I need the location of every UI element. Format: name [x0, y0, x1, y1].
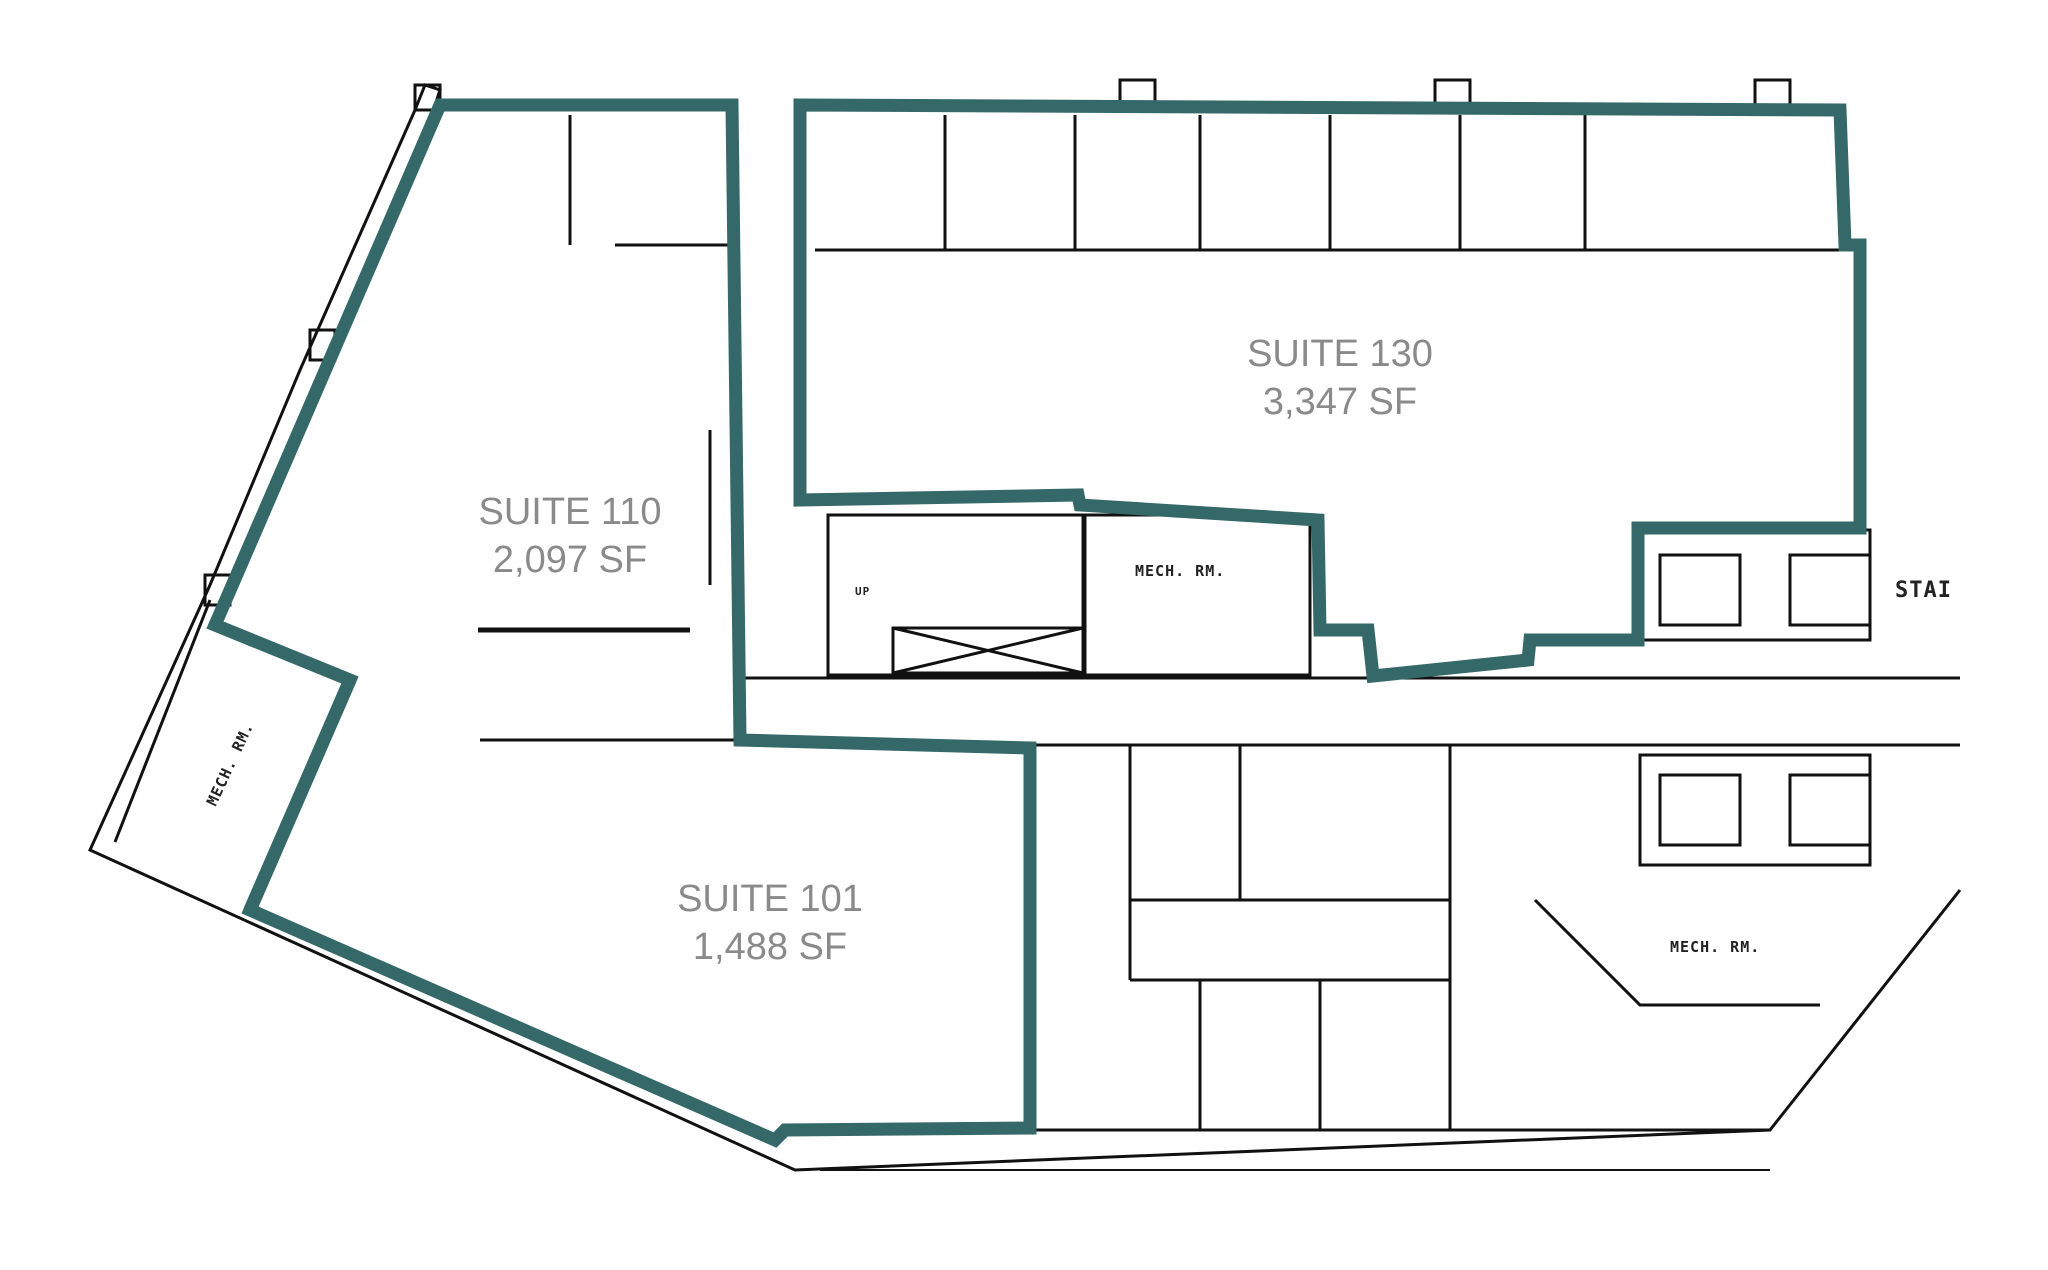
suite-110-outline	[206, 98, 1037, 1148]
suite-130-outline	[793, 98, 1867, 684]
suite-130-area: 3,347 SF	[1262, 381, 1418, 423]
suite-130-label: SUITE 130 3,347 SF	[1180, 330, 1500, 426]
suite-101-outline	[244, 677, 356, 913]
suite-110-label: SUITE 110 2,097 SF	[420, 488, 720, 584]
suite-110-name: SUITE 110	[478, 491, 662, 533]
suite-101-area: 1,488 SF	[692, 926, 848, 968]
suite-101-name: SUITE 101	[677, 878, 863, 920]
suite-101-label: SUITE 101 1,488 SF	[630, 875, 910, 971]
suite-110-area: 2,097 SF	[492, 539, 648, 581]
mech-room-label: MECH. RM.	[1670, 938, 1761, 956]
stair-label: STAI	[1895, 578, 1952, 603]
stair-up-label: UP	[855, 585, 871, 598]
mech-room-label: MECH. RM.	[1135, 562, 1226, 580]
suite-130-name: SUITE 130	[1247, 333, 1433, 375]
